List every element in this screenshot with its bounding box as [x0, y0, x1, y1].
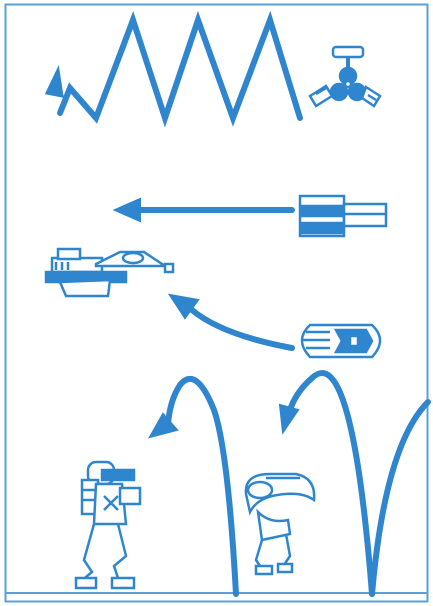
hover-tank-enemy-icon — [46, 249, 173, 296]
left-arrow-icon — [115, 199, 292, 221]
tri-orb-enemy-icon — [310, 47, 380, 106]
hopper-robot-icon — [246, 474, 314, 574]
curved-arrow-icon — [170, 295, 292, 348]
zigzag-arrow-icon — [47, 20, 300, 118]
cannon-enemy-icon — [300, 196, 386, 236]
armored-soldier-icon — [76, 462, 140, 588]
capsule-pod-enemy-icon — [302, 325, 380, 357]
